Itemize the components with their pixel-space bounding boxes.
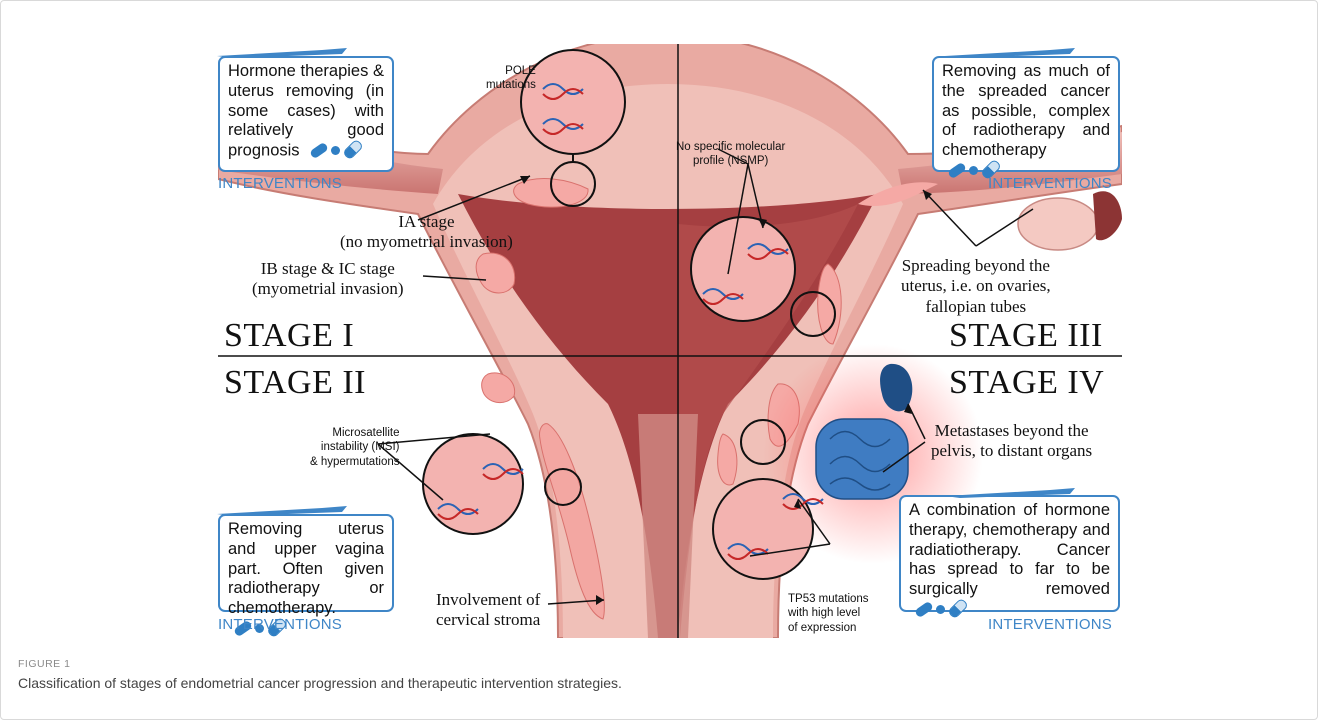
magnifier-tp53: [713, 479, 813, 579]
tp53-line3: of expression: [788, 621, 869, 635]
stage-2-label: STAGE II: [224, 366, 366, 400]
cervical-line2: cervical stroma: [436, 610, 540, 630]
ia-stage-line2: (no myometrial invasion): [340, 232, 513, 252]
interventions-label-stage2: INTERVENTIONS: [218, 616, 342, 633]
ia-stage-annotation: IA stage (no myometrial invasion): [340, 212, 513, 253]
msi-label: Microsatellite instability (MSI) & hyper…: [310, 426, 400, 469]
metastases-line1: Metastases beyond the: [931, 421, 1092, 441]
scalpel-icon: [940, 484, 1080, 500]
scalpel-icon: [212, 502, 352, 518]
pole-line2: mutations: [486, 78, 536, 92]
spreading-line2: uterus, i.e. on ovaries,: [901, 276, 1051, 296]
intervention-text-stage4: A combination of hormone therapy, chemot…: [909, 501, 1110, 598]
intestine-icon: [816, 419, 908, 499]
pole-label: POLE mutations: [486, 64, 536, 93]
intervention-box-stage1: Hormone therapies & uterus removing (in …: [218, 56, 394, 172]
pill-icon: [915, 600, 968, 620]
figure-label: FIGURE 1: [18, 658, 70, 670]
intervention-box-stage3: Removing as much of the spreaded cancer …: [932, 56, 1120, 172]
pill-icon: [310, 141, 363, 161]
spreading-line3: fallopian tubes: [901, 297, 1051, 317]
ib-stage-line2: (myometrial invasion): [252, 279, 404, 299]
msi-line1: Microsatellite: [310, 426, 400, 440]
msi-line2: instability (MSI): [310, 440, 400, 454]
msi-line3: & hypermutations: [310, 455, 400, 469]
intervention-text-stage3: Removing as much of the spreaded cancer …: [942, 62, 1110, 159]
ib-stage-annotation: IB stage & IC stage (myometrial invasion…: [252, 259, 404, 300]
interventions-label-stage1: INTERVENTIONS: [218, 175, 342, 192]
metastases-annotation: Metastases beyond the pelvis, to distant…: [931, 421, 1092, 462]
nsmp-label: No specific molecular profile (NSMP): [676, 140, 785, 169]
ovary: [1018, 198, 1098, 250]
ib-stage-line1: IB stage & IC stage: [252, 259, 404, 279]
magnifier-nsmp: [691, 217, 795, 321]
spreading-annotation: Spreading beyond the uterus, i.e. on ova…: [901, 256, 1051, 317]
spreading-line1: Spreading beyond the: [901, 256, 1051, 276]
nsmp-line1: No specific molecular: [676, 140, 785, 154]
magnifier-pole: [521, 50, 625, 154]
ia-stage-line1: IA stage: [340, 212, 513, 232]
interventions-label-stage3: INTERVENTIONS: [988, 175, 1112, 192]
interventions-label-stage4: INTERVENTIONS: [988, 616, 1112, 633]
scalpel-icon: [212, 44, 352, 60]
intervention-box-stage2: Removing uterus and upper vagina part. O…: [218, 514, 394, 612]
intervention-text-stage2: Removing uterus and upper vagina part. O…: [228, 520, 384, 617]
fimbriae: [1093, 191, 1122, 240]
stage-4-label: STAGE IV: [949, 366, 1104, 400]
stage-3-label: STAGE III: [949, 319, 1103, 353]
cervical-annotation: Involvement of cervical stroma: [436, 590, 540, 631]
cervical-line1: Involvement of: [436, 590, 540, 610]
tp53-label: TP53 mutations with high level of expres…: [788, 592, 869, 635]
cervical-canal: [638, 414, 698, 638]
tp53-line2: with high level: [788, 606, 869, 620]
figure-caption: Classification of stages of endometrial …: [18, 675, 622, 691]
scalpel-icon: [940, 44, 1080, 60]
stage-1-label: STAGE I: [224, 319, 354, 353]
nsmp-line2: profile (NSMP): [676, 154, 785, 168]
tp53-line1: TP53 mutations: [788, 592, 869, 606]
intervention-box-stage4: A combination of hormone therapy, chemot…: [899, 495, 1120, 612]
metastases-line2: pelvis, to distant organs: [931, 441, 1092, 461]
magnifier-msi: [423, 434, 523, 534]
pole-line1: POLE: [486, 64, 536, 78]
